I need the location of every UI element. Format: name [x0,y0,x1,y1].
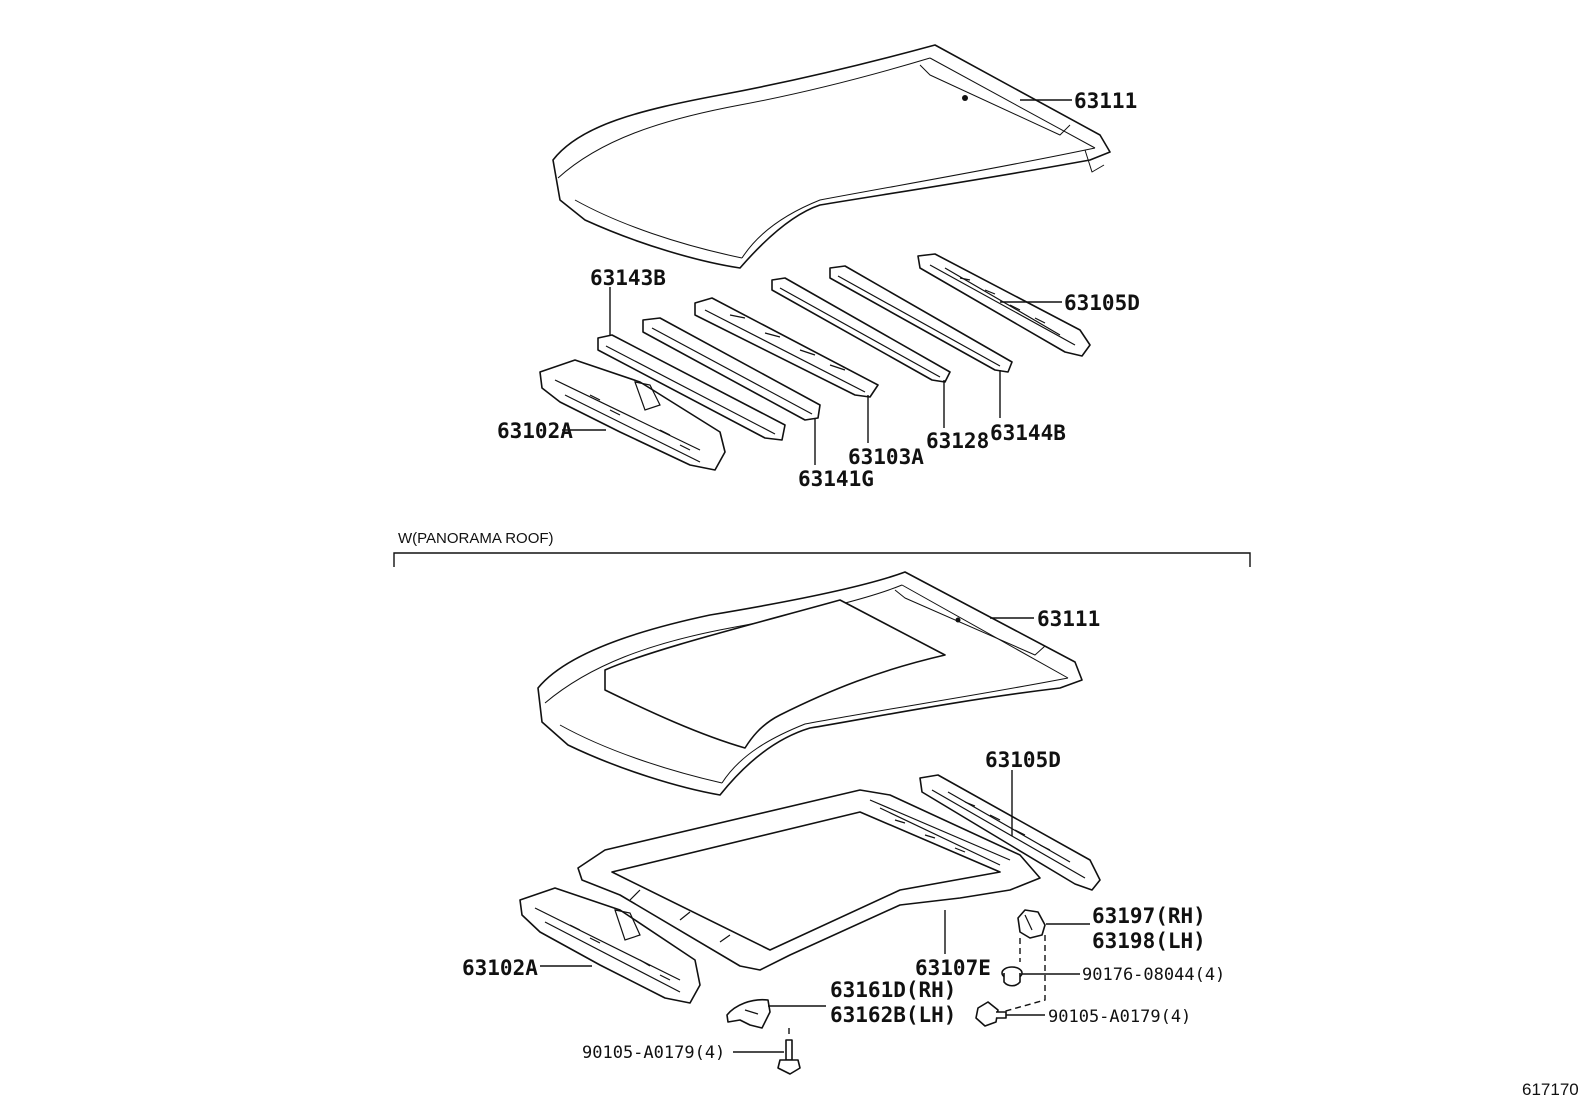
roof-panel-panorama [537,571,1083,796]
label-bracket-lh: 63198(LH) [1092,929,1206,953]
label-bolt-right: 90105-A0179(4) [1048,1007,1191,1027]
bolt-right [975,1001,1007,1027]
rear-header-rail-panorama [919,774,1101,891]
label-roof-panel-top: 63111 [1074,89,1137,113]
bolt-left [777,1039,801,1075]
label-front-header-panel-panorama: 63102A [462,956,538,980]
label-support-lh: 63162B(LH) [830,1003,956,1027]
label-support-rh: 63161D(RH) [830,978,956,1002]
bow-center-top [694,297,879,398]
front-header-panel-panorama [519,887,701,1004]
roof-frame-panorama [577,789,1041,971]
rear-bow-reinforcement-top [829,265,1013,373]
rear-header-rail-top [917,253,1091,357]
roof-bracket [1017,909,1046,939]
label-roof-frame-panorama: 63107E [915,956,991,980]
diagram-reference: 617170 [1522,1080,1579,1099]
roof-panel-top [552,44,1111,269]
front-header-panel-top [539,359,726,471]
section-bracket [393,552,1251,567]
label-bracket-rh: 63197(RH) [1092,904,1206,928]
label-nut: 90176-08044(4) [1082,965,1225,985]
label-bow-rear-top: 63128 [926,429,989,453]
label-bolt-left: 90105-A0179(4) [582,1043,725,1063]
label-front-header-panel-top: 63102A [497,419,573,443]
label-rear-header-rail-panorama: 63105D [985,748,1061,772]
label-bow-center-top: 63103A [848,445,924,469]
label-side-rail-reinforcement-top: 63143B [590,266,666,290]
section-title: W(PANORAMA ROOF) [398,530,554,547]
bow-rear-top [771,277,951,383]
nut [1001,966,1023,987]
label-rear-bow-reinforcement-top: 63144B [990,421,1066,445]
label-rear-header-rail-top: 63105D [1064,291,1140,315]
roof-support [726,998,771,1029]
label-roof-panel-panorama: 63111 [1037,607,1100,631]
side-rail-reinforcement-top [597,334,786,441]
top-assembly: 63111 63105D 63143B 63102A 63141G 63103A… [497,44,1140,491]
bow-front-top [642,317,821,421]
panorama-section: W(PANORAMA ROOF) [393,530,1251,1075]
label-bow-front-top: 63141G [798,467,874,491]
